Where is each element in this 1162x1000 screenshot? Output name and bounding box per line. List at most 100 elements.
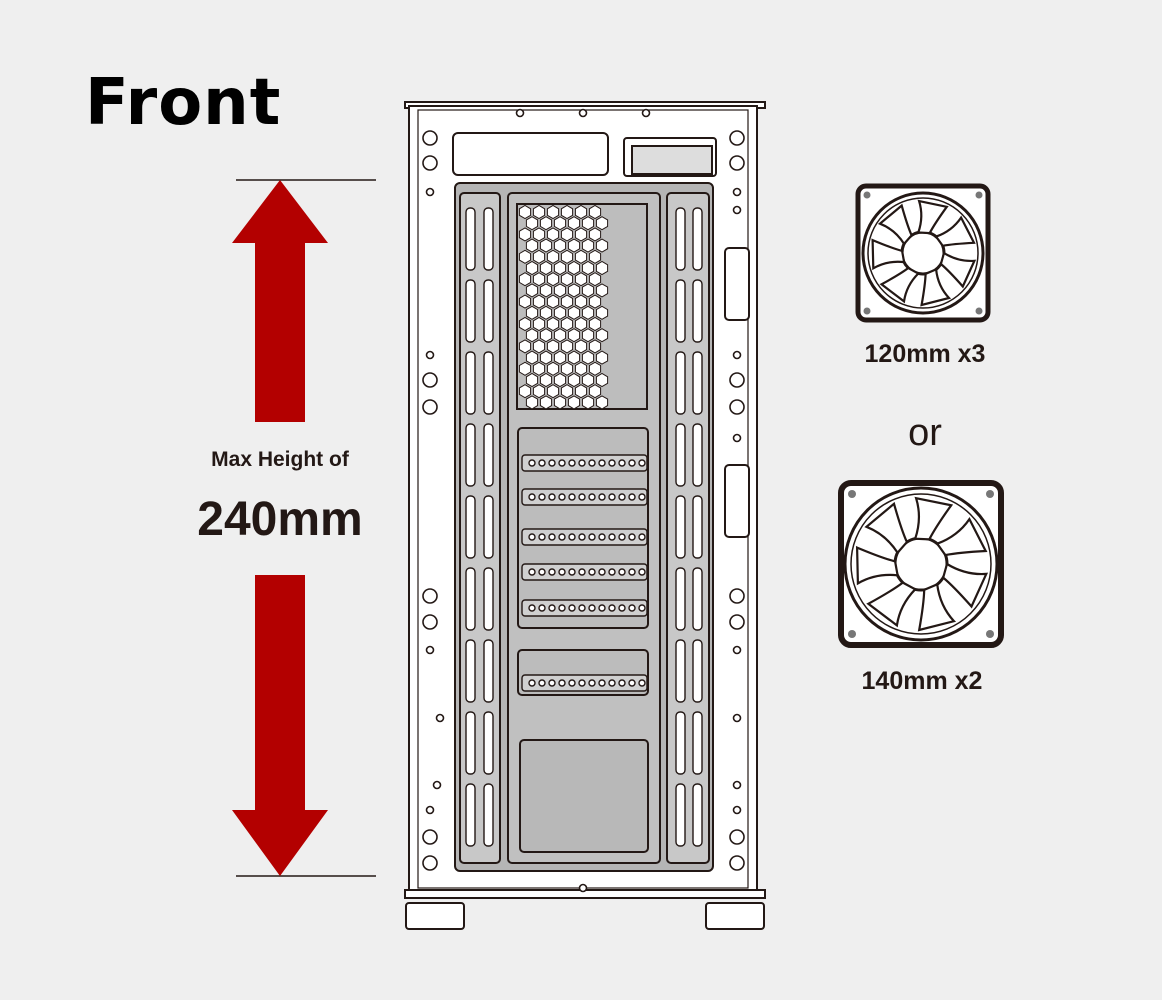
hex-vent [581,238,595,253]
screw-hole-icon [422,372,438,388]
pcie-slot-hole [638,533,646,541]
pcie-slot-hole [588,679,596,687]
hex-vent [574,384,588,399]
vent-slot [675,567,686,631]
hex-vent [553,216,567,231]
vent-slot [465,279,476,343]
hex-vent [560,384,574,399]
screw-hole-icon [729,155,745,171]
pcie-slot-hole [578,679,586,687]
fan-blade [877,203,913,246]
pcie-slot-hole [588,459,596,467]
pcie-slot-hole [608,679,616,687]
vent-slot [465,495,476,559]
fan-140mm-label: 140mm x2 [861,667,983,695]
hex-vent [560,339,574,354]
screw-hole-icon [641,108,651,118]
vent-slot [692,351,703,415]
pcie-slot-hole [598,533,606,541]
screw-hole-icon [422,614,438,630]
hex-vent [581,328,595,343]
pcie-slot-hole [558,459,566,467]
pcie-slot-hole [598,679,606,687]
vent-slot [692,639,703,703]
hex-vent [525,350,539,365]
pcie-slot-hole [628,459,636,467]
hex-vent [595,283,609,298]
pcie-slot-hole [558,568,566,576]
pcie-slot-hole [548,493,556,501]
hex-vent [574,316,588,332]
hex-vent [553,328,567,343]
screw-hole-icon [732,805,742,815]
pcie-slot-hole [558,533,566,541]
fan-120mm-label: 120mm x3 [864,340,986,368]
hex-vent [567,216,581,231]
screw-hole-icon [732,713,742,723]
screw-hole-icon [422,130,438,146]
hex-vent [560,316,574,332]
screw-hole-icon [422,399,438,415]
pcie-slot-hole [618,679,626,687]
pcie-slot-hole [578,493,586,501]
vent-slot [675,639,686,703]
hex-vent [546,227,560,242]
hex-vent [525,305,539,320]
pcie-slot-hole [538,568,546,576]
vent-slot [483,279,494,343]
screw-hole-icon [425,645,435,655]
hex-vent [560,272,574,287]
vent-slot [692,279,703,343]
pcie-slot-hole [618,459,626,467]
pcie-slot-hole [578,533,586,541]
pcie-slot-hole [628,568,636,576]
hex-vent [532,384,546,399]
hex-vent [595,328,609,343]
vent-slot [465,711,476,775]
screw-hole-icon [729,372,745,388]
hex-vent [595,372,609,388]
screw-hole-icon [425,350,435,360]
hex-vent [539,328,553,343]
vent-slot [483,423,494,487]
screw-hole-icon [729,399,745,415]
screw-hole-icon [435,713,445,723]
pcie-slot-hole [528,493,536,501]
vent-slot [483,207,494,271]
screw-hole-icon [425,805,435,815]
screw-hole-icon [732,645,742,655]
hex-vent [588,384,602,399]
max-height-value: 240mm [197,493,363,546]
hex-vent [567,328,581,343]
hex-vent [560,249,574,264]
pcie-slot-hole [638,679,646,687]
pcie-slot-hole [568,459,576,467]
vent-slot [465,639,476,703]
pcie-slot-hole [538,604,546,612]
or-separator: or [908,412,942,454]
screw-hole-icon [732,350,742,360]
fan-blade [917,582,957,632]
vent-slot [675,495,686,559]
hex-vent [518,339,532,354]
pcie-slot-hole [548,533,556,541]
pcie-slot-hole [568,604,576,612]
hex-vent [546,339,560,354]
hex-vent [525,260,539,276]
screw-hole-icon [732,433,742,443]
pcie-slot-hole [588,493,596,501]
hex-vent [581,395,595,410]
hex-vent [567,283,581,298]
pcie-slot-hole [628,533,636,541]
vent-slot [465,567,476,631]
pcie-slot-hole [528,568,536,576]
pcie-slot-hole [638,493,646,501]
vent-slot [692,495,703,559]
hex-vent [539,216,553,231]
vent-slot [483,639,494,703]
hex-vent [532,361,546,376]
vent-slot [675,351,686,415]
pcie-slot-hole [608,533,616,541]
hex-vent [574,339,588,354]
